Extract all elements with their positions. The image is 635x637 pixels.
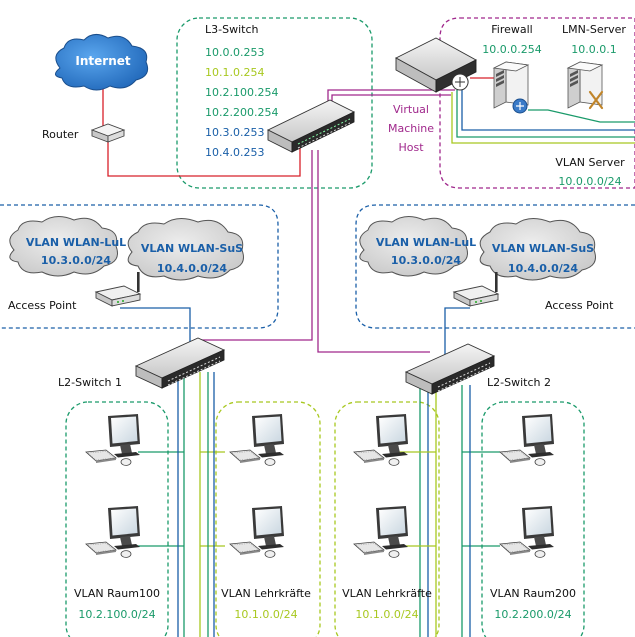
left-access-point-icon xyxy=(95,271,141,307)
pc-icon xyxy=(353,505,409,558)
l3-ip-4: 10.2.200.254 xyxy=(205,106,278,119)
l3-ip-2: 10.1.0.254 xyxy=(205,66,264,79)
lmn-server-icon xyxy=(567,61,604,110)
lmn-server-ip: 10.0.0.1 xyxy=(571,43,616,56)
left-wlan-sus-label: VLAN WLAN-SuS xyxy=(141,242,243,255)
link-vmhost-green xyxy=(456,90,635,138)
l3-switch-zone xyxy=(176,17,373,189)
link-vmhost-blue xyxy=(461,90,635,131)
l2-switch-2-icon xyxy=(404,343,496,395)
router-icon xyxy=(90,123,126,143)
left-wlan-lul-label: VLAN WLAN-LuL xyxy=(26,236,126,249)
pc-icon xyxy=(499,505,555,558)
lmn-server-label: LMN-Server xyxy=(562,23,626,36)
pc-icon xyxy=(499,413,555,466)
l3-ip-1: 10.0.0.253 xyxy=(205,46,264,59)
group-lehrkraefte-2-label: VLAN Lehrkräfte xyxy=(342,587,432,600)
firewall-label: Firewall xyxy=(491,23,532,36)
right-wlan-sus-label: VLAN WLAN-SuS xyxy=(492,242,594,255)
vm-host-icon xyxy=(395,37,477,93)
group-raum100-net: 10.2.100.0/24 xyxy=(78,608,155,621)
l3-switch-label: L3-Switch xyxy=(205,23,258,36)
vm-host-label-line2: Machine xyxy=(388,122,434,135)
right-wlan-sus-cloud-icon xyxy=(479,218,596,281)
pc-icon xyxy=(85,413,141,466)
link-ap-right-l2switch2 xyxy=(444,307,470,360)
link-l3-l2switch2 xyxy=(317,150,430,353)
vm-host-label-line1: Virtual xyxy=(393,103,429,116)
group-lehrkraefte-1-net: 10.1.0.0/24 xyxy=(234,608,297,621)
vm-host-zone xyxy=(439,17,635,189)
left-access-point-label: Access Point xyxy=(8,299,77,312)
lehrkraefte-right-zone xyxy=(334,401,440,637)
right-wlan-lul-cloud-icon xyxy=(359,216,468,277)
raum200-zone xyxy=(481,401,585,637)
vlan-server-net: 10.0.0.0/24 xyxy=(558,175,621,188)
l2-switch-1-label: L2-Switch 1 xyxy=(58,376,122,389)
lehrkraefte-left-zone xyxy=(215,401,321,637)
vm-host-label-line3: Host xyxy=(398,141,424,154)
l3-ip-5: 10.3.0.253 xyxy=(205,126,264,139)
vlan-server-label: VLAN Server xyxy=(555,156,625,169)
link-vmhost-lime xyxy=(451,92,635,144)
left-wifi-zone xyxy=(0,204,279,329)
link-ap-left-l2switch1 xyxy=(120,307,191,346)
pc-icon xyxy=(229,413,285,466)
l3-switch-icon xyxy=(266,99,356,153)
link-l3-l2switch1 xyxy=(200,150,313,341)
right-access-point-icon xyxy=(453,271,499,307)
l3-ip-6: 10.4.0.253 xyxy=(205,146,264,159)
router-label: Router xyxy=(42,128,79,141)
group-lehrkraefte-1-label: VLAN Lehrkräfte xyxy=(221,587,311,600)
left-wlan-sus-cloud-icon xyxy=(127,218,244,281)
l2-switch-2-label: L2-Switch 2 xyxy=(487,376,551,389)
internet-label: Internet xyxy=(75,54,130,68)
left-wlan-lul-net: 10.3.0.0/24 xyxy=(41,254,111,267)
right-access-point-label: Access Point xyxy=(545,299,614,312)
right-wlan-lul-label: VLAN WLAN-LuL xyxy=(376,236,476,249)
vm-host-switch-icon xyxy=(451,73,469,91)
group-raum200-label: VLAN Raum200 xyxy=(490,587,576,600)
group-lehrkraefte-2-net: 10.1.0.0/24 xyxy=(355,608,418,621)
group-raum200-net: 10.2.200.0/24 xyxy=(494,608,571,621)
right-wifi-zone xyxy=(355,204,635,329)
left-wlan-sus-net: 10.4.0.0/24 xyxy=(157,262,227,275)
pc-icon xyxy=(85,505,141,558)
raum100-zone xyxy=(65,401,169,637)
link-firewall-lmn xyxy=(528,109,635,123)
pc-icon xyxy=(353,413,409,466)
left-wlan-lul-cloud-icon xyxy=(9,216,118,277)
group-raum100-label: VLAN Raum100 xyxy=(74,587,160,600)
firewall-ip: 10.0.0.254 xyxy=(482,43,541,56)
l3-ip-3: 10.2.100.254 xyxy=(205,86,278,99)
internet-cloud-icon xyxy=(55,34,149,91)
pc-icon xyxy=(229,505,285,558)
l2-switch-1-icon xyxy=(134,337,226,389)
right-wlan-sus-net: 10.4.0.0/24 xyxy=(508,262,578,275)
link-router-l3switch xyxy=(107,140,301,177)
right-wlan-lul-net: 10.3.0.0/24 xyxy=(391,254,461,267)
firewall-server-icon xyxy=(493,61,529,114)
